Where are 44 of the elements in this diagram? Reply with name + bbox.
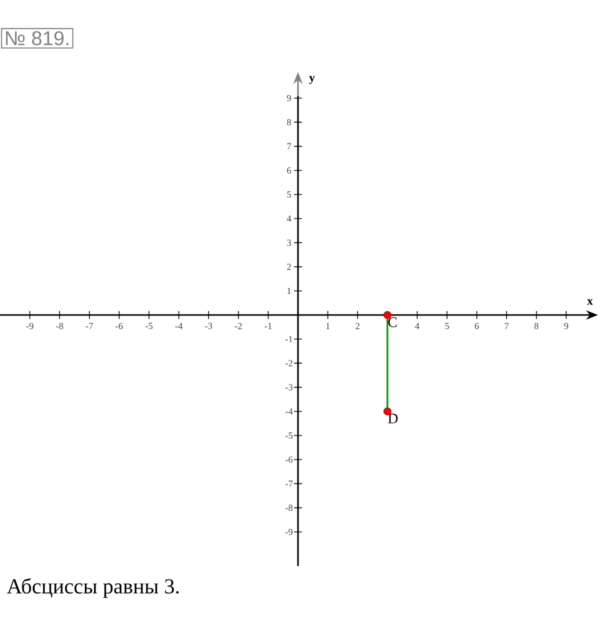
segment: [386, 318, 388, 408]
tick-label: -6: [285, 456, 293, 463]
tick-label: 8: [287, 119, 291, 126]
axis-label: x: [587, 299, 593, 305]
point: [383, 407, 392, 416]
tick-label: -7: [285, 480, 293, 487]
tick-label: 1: [287, 288, 291, 294]
tick-label: -1: [285, 336, 292, 342]
tick-label: -4: [285, 408, 293, 414]
tick-label: -2: [234, 322, 242, 330]
tick-label: 7: [504, 322, 509, 330]
tick-label: 7: [287, 143, 292, 150]
tick-label: 2: [287, 264, 291, 270]
exercise-number: № 819.: [1, 28, 74, 49]
tick-label: 1: [326, 322, 330, 330]
tick-label: -7: [86, 322, 94, 330]
tick-label: -3: [205, 322, 212, 330]
tick-label: 3: [287, 240, 291, 246]
point-label: D: [388, 414, 398, 424]
tick-label: 5: [445, 322, 449, 330]
tick-label: -6: [116, 322, 123, 330]
tick-label: -1: [264, 322, 272, 330]
tick-label: -9: [26, 322, 34, 330]
tick-label: -5: [145, 322, 153, 330]
tick-label: -9: [285, 528, 292, 536]
tick-label: 2: [356, 322, 360, 330]
point: [383, 311, 392, 319]
tick-label: -8: [56, 322, 64, 330]
tick-label: -3: [285, 384, 293, 390]
tick-label: 6: [287, 167, 292, 174]
point-label: C: [388, 317, 397, 328]
tick-label: 9: [564, 322, 568, 330]
tick-label: 4: [286, 216, 292, 222]
tick-label: 9: [286, 94, 291, 102]
axis-label: y: [309, 76, 315, 84]
tick-label: 8: [534, 322, 538, 330]
tick-label: -5: [285, 432, 293, 439]
tick-label: 6: [474, 322, 479, 330]
tick-label: -4: [175, 322, 183, 330]
tick-label: 5: [287, 191, 291, 198]
tick-label: -8: [285, 504, 293, 511]
caption-text: Абсциссы равны 3.: [6, 578, 179, 598]
tick-label: 4: [415, 322, 420, 330]
tick-label: -2: [285, 360, 292, 366]
